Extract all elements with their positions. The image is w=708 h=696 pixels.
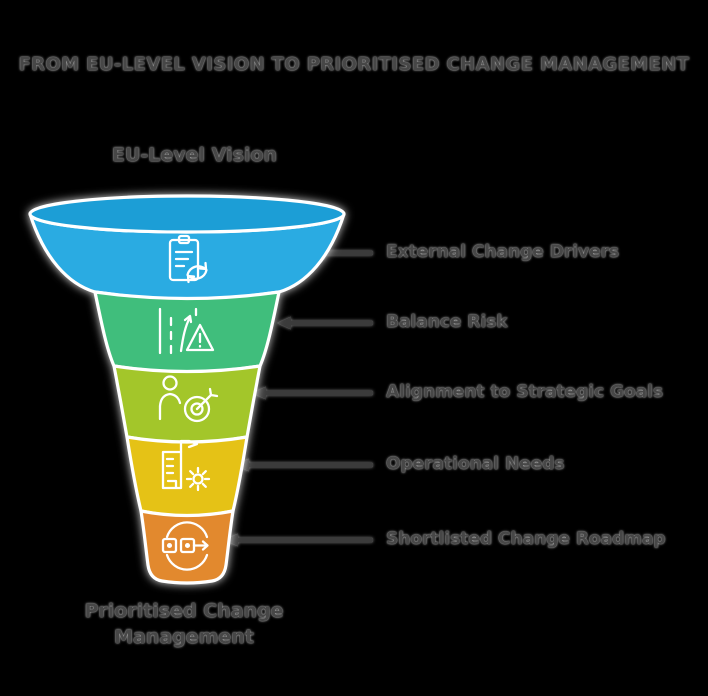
funnel-rim [28, 194, 346, 234]
stage-label-1: External Change Drivers [386, 242, 620, 262]
clipboard-sync-icon [168, 234, 208, 284]
stage-label-3: Alignment to Strategic Goals [386, 382, 664, 402]
connector-arrow-stage-3 [252, 386, 373, 400]
road-risk-icon [158, 307, 215, 355]
funnel-bottom-label: Prioritised Change Management [58, 598, 310, 650]
funnel-bottom-label-line1: Prioritised Change [84, 600, 284, 622]
funnel-bottom-label-line2: Management [114, 626, 254, 648]
stage-label-5: Shortlisted Change Roadmap [386, 529, 666, 549]
process-sync-icon [161, 521, 209, 571]
connector-arrow-stage-5 [224, 533, 373, 547]
connector-arrow-stage-4 [235, 458, 373, 472]
person-target-icon [158, 375, 219, 423]
connector-arrow-stage-2 [277, 316, 373, 330]
building-gear-icon [161, 439, 211, 492]
connector-arrows [224, 246, 373, 547]
funnel-stage-2 [93, 290, 281, 374]
stage-label-2: Balance Risk [386, 312, 508, 332]
funnel-stage-4 [125, 435, 249, 518]
diagram-title: FROM EU-LEVEL VISION TO PRIORITISED CHAN… [18, 54, 690, 75]
stage-label-4: Operational Needs [386, 454, 565, 474]
funnel-top-label: EU-Level Vision [112, 144, 277, 166]
